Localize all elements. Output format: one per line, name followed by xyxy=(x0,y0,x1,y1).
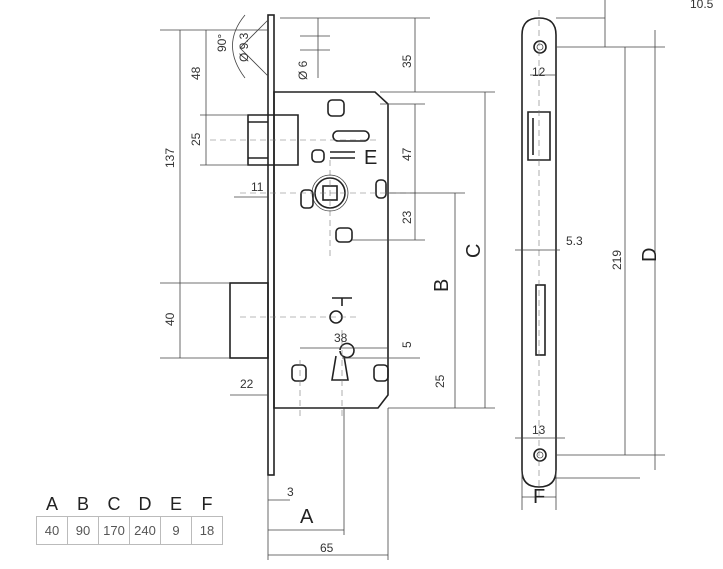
value-A: 40 xyxy=(36,516,68,545)
header-A: A xyxy=(45,493,58,514)
dim-219: 219 xyxy=(610,250,624,270)
value-E: 9 xyxy=(160,516,192,545)
latch-opening xyxy=(527,111,551,161)
lock-body xyxy=(273,91,389,409)
value-C: 170 xyxy=(98,516,130,545)
value-F: 18 xyxy=(191,516,223,545)
header-B: B xyxy=(76,493,89,514)
dim-D: D xyxy=(639,248,661,262)
header-F: F xyxy=(201,493,213,514)
dim-65: 65 xyxy=(320,541,334,555)
dim-5: 5 xyxy=(400,341,414,348)
dim-C: C xyxy=(463,244,485,258)
dim-11: 11 xyxy=(251,180,264,194)
dim-23: 23 xyxy=(400,210,414,224)
dim-E: E xyxy=(364,147,377,169)
dim-B: B xyxy=(431,279,453,292)
deadbolt xyxy=(229,282,269,359)
dim-38: 38 xyxy=(334,331,348,345)
table-header-row: A B C D E F xyxy=(37,492,223,517)
value-B: 90 xyxy=(67,516,99,545)
dim-F: F xyxy=(533,486,545,508)
dim-angle: 90° xyxy=(215,34,229,52)
slot xyxy=(332,130,370,142)
dim-48: 48 xyxy=(189,66,203,80)
dim-3: 3 xyxy=(287,485,294,499)
dim-25-lower: 25 xyxy=(433,374,447,388)
faceplate-side xyxy=(267,14,275,476)
dim-12: 12 xyxy=(532,65,546,79)
keyhole xyxy=(331,342,355,381)
deadbolt-slot xyxy=(535,284,546,356)
dim-47: 47 xyxy=(400,147,414,161)
header-E: E xyxy=(169,493,182,514)
dim-13: 13 xyxy=(532,423,546,437)
dim-40: 40 xyxy=(163,312,177,326)
header-C: C xyxy=(107,493,121,514)
screw-hole-top xyxy=(533,40,547,54)
dim-25-latch: 25 xyxy=(189,132,203,146)
dim-137: 137 xyxy=(163,148,177,168)
dim-5-3: 5.3 xyxy=(566,234,583,248)
value-D: 240 xyxy=(129,516,161,545)
header-D: D xyxy=(138,493,152,514)
screw-hole-bottom xyxy=(533,448,547,462)
dim-35: 35 xyxy=(400,54,414,68)
dim-A: A xyxy=(300,506,314,528)
latch-bolt xyxy=(247,114,299,166)
dim-10-5: 10.5 xyxy=(690,0,714,11)
table-row: 40 90 170 240 9 18 xyxy=(36,516,223,545)
dim-22: 22 xyxy=(240,377,254,391)
dim-dia-6: Ø 6 xyxy=(296,60,310,80)
dimension-table: A B C D E F 40 90 170 240 9 18 xyxy=(36,492,223,545)
dim-dia-9-3: Ø 9.3 xyxy=(237,32,251,62)
